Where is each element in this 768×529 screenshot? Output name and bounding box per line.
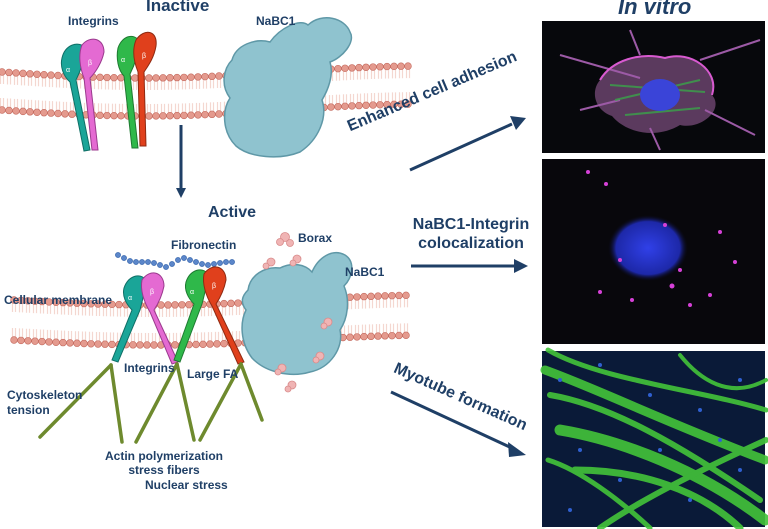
label-fibronectin: Fibronectin bbox=[171, 238, 236, 252]
label-coloc-line1: NaBC1-Integrin bbox=[401, 215, 541, 234]
label-actin-line2: stress fibers bbox=[84, 463, 244, 477]
label-borax: Borax bbox=[298, 231, 332, 245]
membrane-inactive bbox=[0, 63, 411, 120]
beta-subunit-label: β bbox=[88, 60, 92, 67]
arrow-colocalization bbox=[411, 259, 528, 273]
beta-subunit-label: β bbox=[212, 283, 216, 290]
label-colocalization: NaBC1-Integrin colocalization bbox=[401, 215, 541, 253]
panel-colocalization bbox=[541, 158, 766, 345]
beta-subunit-label: β bbox=[150, 289, 154, 296]
label-coloc-line2: colocalization bbox=[401, 234, 541, 253]
alpha-subunit-label: α bbox=[128, 295, 132, 302]
title-inactive: Inactive bbox=[146, 0, 209, 16]
title-active: Active bbox=[208, 204, 256, 222]
integrin-pair-inactive-1: α β bbox=[61, 39, 104, 151]
label-nabc1-active: NaBC1 bbox=[345, 265, 384, 279]
label-nabc1-inactive: NaBC1 bbox=[256, 14, 295, 28]
label-actin-polymerization: Actin polymerization stress fibers bbox=[84, 449, 244, 477]
alpha-subunit-label: α bbox=[190, 289, 194, 296]
label-nuclear-stress: Nuclear stress bbox=[145, 478, 228, 492]
label-cytoskeleton-line1: Cytoskeleton bbox=[7, 388, 82, 403]
alpha-subunit-label: α bbox=[121, 57, 125, 64]
title-in-vitro: In vitro bbox=[618, 0, 691, 20]
label-integrins-active: Integrins bbox=[124, 361, 175, 375]
label-cellular-membrane: Cellular membrane bbox=[4, 293, 112, 307]
label-integrins-inactive: Integrins bbox=[68, 14, 119, 28]
panel-myotube bbox=[541, 350, 766, 528]
integrin-pair-inactive-2: α β bbox=[117, 32, 156, 148]
alpha-subunit-label: α bbox=[66, 67, 70, 74]
label-cytoskeleton-line2: tension bbox=[7, 403, 82, 418]
label-cytoskeleton-tension: Cytoskeleton tension bbox=[7, 388, 82, 418]
nabc1-protein-active bbox=[242, 253, 352, 375]
arrow-adhesion bbox=[410, 116, 526, 170]
activation-arrow bbox=[176, 125, 186, 198]
panel-adhesion bbox=[541, 20, 766, 154]
label-actin-line1: Actin polymerization bbox=[84, 449, 244, 463]
label-large-fa: Large FA bbox=[187, 367, 238, 381]
beta-subunit-label: β bbox=[142, 53, 146, 60]
integrin-pair-active-1: α β bbox=[112, 273, 178, 364]
nabc1-protein-inactive bbox=[224, 18, 351, 157]
